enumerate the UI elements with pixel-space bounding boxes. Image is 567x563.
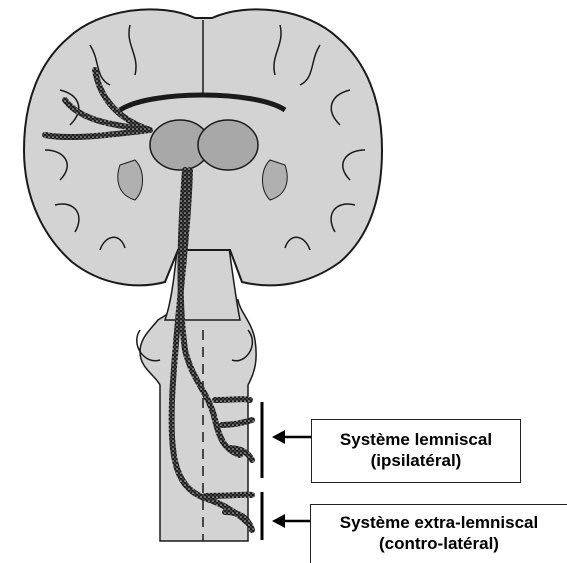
label-lemniscal-line1: Système lemniscal	[312, 429, 520, 450]
thalamus-right	[198, 120, 258, 170]
label-extra-lemniscal-line1: Système extra-lemniscal	[311, 512, 567, 533]
label-extra-lemniscal-system: Système extra-lemniscal (contro-latéral)	[310, 504, 567, 563]
label-lemniscal-system: Système lemniscal (ipsilatéral)	[311, 419, 521, 483]
label-lemniscal-line2: (ipsilatéral)	[312, 450, 520, 471]
label-extra-lemniscal-line2: (contro-latéral)	[311, 533, 567, 554]
